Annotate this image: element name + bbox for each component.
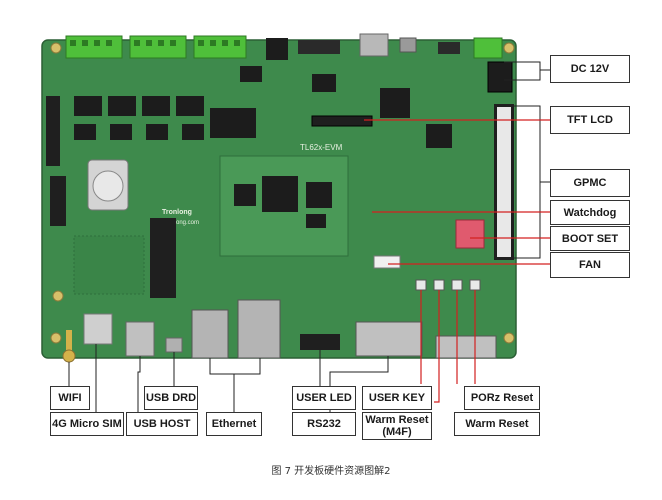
jtag-header [50,176,66,226]
boot-dip-switch [455,219,485,249]
usb-host-port [125,321,155,357]
leader-lines-red [364,119,550,403]
mounting-hole [50,332,62,344]
label-fan: FAN [550,252,630,278]
left-header [46,96,60,166]
mini-pcie-slot [150,218,176,298]
label-warm-reset: Warm Reset [454,412,540,436]
label-rs232: RS232 [292,412,356,436]
fan-connector [373,255,401,269]
label-tft-lcd: TFT LCD [550,106,630,134]
mounting-hole [503,332,515,344]
label-warm-reset-m4f-line2: (M4F) [382,426,412,438]
user-led-block [300,334,340,350]
leader-lines-bottom [68,344,389,412]
ethernet-port-1 [191,309,229,359]
terminal-blocks [65,35,503,59]
ic-row [74,66,452,148]
4g-module-area [73,235,145,295]
figure-caption: 图 7 开发板硬件资源图解2 [271,466,391,477]
label-user-led: USER LED [292,386,356,410]
silk-model: TL62x-EVM [300,143,343,152]
label-usb-host: USB HOST [126,412,198,436]
silk-brand: Tronlong [162,209,192,216]
mounting-hole [50,42,62,54]
leader-lines-right [504,61,550,259]
label-warm-reset-m4f: Warm Reset (M4F) [362,412,432,440]
usb-drd-port [165,337,183,353]
power-switch [438,42,460,54]
usb-c-connector [399,37,417,53]
label-dc12v: DC 12V [550,55,630,83]
mounting-hole [52,290,64,302]
label-warm-reset-m4f-line1: Warm Reset [365,414,429,426]
label-usb-drd: USB DRD [144,386,198,410]
label-4g-micro-sim: 4G Micro SIM [50,412,124,436]
sim-slot [83,313,113,345]
label-ethernet: Ethernet [206,412,262,436]
label-watchdog: Watchdog [550,200,630,225]
rtc-battery-holder [87,159,129,211]
label-user-key: USER KEY [362,386,432,410]
header-pins [298,40,340,54]
uart-connector [435,335,497,359]
audio-jack [266,38,288,60]
label-gpmc: GPMC [550,169,630,197]
dc-jack [487,61,513,93]
som-core-module [219,155,349,257]
hdmi-connector [359,33,389,57]
ethernet-port-2 [237,299,281,359]
mounting-hole [503,42,515,54]
label-wifi: WIFI [50,386,90,410]
label-porz-reset: PORz Reset [464,386,540,410]
gpmc-header [494,104,514,260]
label-boot-set: BOOT SET [550,226,630,251]
rs232-connector [355,321,423,357]
tft-lcd-connector [311,115,373,127]
